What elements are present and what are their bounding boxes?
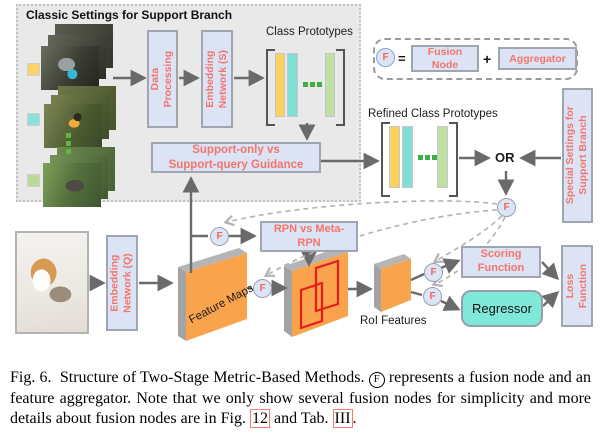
class-square-yellow bbox=[27, 63, 40, 76]
equals-sign: = bbox=[398, 51, 406, 66]
feature-maps-slab bbox=[178, 248, 247, 341]
ellipsis-dot bbox=[66, 141, 71, 146]
proposal-box-large bbox=[314, 259, 340, 313]
rpn-box: RPN vs Meta- RPN bbox=[260, 221, 358, 252]
aggregator-label: Aggregator bbox=[509, 52, 566, 65]
ellipsis-dot bbox=[317, 82, 322, 87]
fusion-node-rpn: F bbox=[210, 227, 229, 246]
ellipsis-dot bbox=[310, 82, 315, 87]
bird-photo-front bbox=[44, 104, 102, 148]
fusion-node-legend: F bbox=[376, 48, 395, 67]
support-images-cat bbox=[41, 24, 113, 90]
fusion-node-feature: F bbox=[253, 279, 272, 298]
aggregator-box: Aggregator bbox=[498, 47, 577, 70]
embedding-network-s-box: Embedding Network (S) bbox=[201, 30, 233, 128]
roi-slab bbox=[374, 254, 411, 312]
special-settings-label-line1: Special Settings for bbox=[564, 106, 577, 205]
guidance-label-line2: Support-query Guidance bbox=[168, 158, 304, 171]
or-label: OR bbox=[495, 150, 515, 165]
ellipsis-dot bbox=[66, 133, 71, 138]
fusion-letter: F bbox=[503, 202, 510, 213]
diagram-wires bbox=[89, 69, 561, 341]
guidance-box: Support-only vs Support-query Guidance bbox=[151, 142, 321, 173]
scoring-label-line2: Function bbox=[477, 262, 525, 274]
fusion-node-main: F bbox=[497, 198, 516, 217]
rpn-label-line2: RPN bbox=[297, 236, 321, 249]
prototype-bar-yellow bbox=[275, 53, 285, 117]
refined-prototypes-label: Refined Class Prototypes bbox=[368, 108, 498, 120]
circled-f-symbol: F bbox=[368, 372, 385, 388]
prototype-bar-teal bbox=[287, 53, 298, 117]
refined-bracket-left bbox=[381, 122, 390, 197]
fusion-dashed-links bbox=[223, 200, 506, 288]
refined-bar-teal bbox=[402, 126, 413, 188]
figure-caption: Fig. 6. Structure of Two-Stage Metric-Ba… bbox=[0, 368, 600, 430]
scoring-label-line1: Scoring bbox=[480, 248, 522, 261]
loss-label-line2: Function bbox=[577, 263, 590, 309]
caption-text: and Tab. bbox=[269, 410, 333, 428]
special-settings-box: Special Settings for Support Branch bbox=[562, 88, 593, 223]
embedding-q-label-line1: Embedding bbox=[108, 254, 121, 312]
support-images-bird bbox=[44, 86, 116, 148]
special-settings-label-line2: Support Branch bbox=[577, 115, 590, 196]
ellipsis-dot bbox=[418, 155, 423, 160]
fusion-node-box: Fusion Node bbox=[411, 45, 479, 72]
regressor-box: Regressor bbox=[461, 290, 543, 327]
embedding-q-label-line2: Network (Q) bbox=[122, 253, 135, 313]
loss-label-line1: Loss bbox=[563, 273, 576, 299]
data-processing-label-line2: Processing bbox=[162, 50, 175, 108]
query-image bbox=[15, 231, 89, 334]
data-processing-label-line1: Data bbox=[149, 67, 162, 91]
loss-function-box: Loss Function bbox=[561, 245, 593, 327]
regressor-label: Regressor bbox=[472, 301, 532, 316]
prototype-bracket-left bbox=[266, 49, 275, 126]
support-images-dog bbox=[43, 147, 115, 207]
dog-photo-front bbox=[43, 163, 101, 207]
embedding-network-q-box: Embedding Network (Q) bbox=[106, 235, 138, 331]
roi-features-label: RoI Features bbox=[360, 315, 427, 327]
fusion-node-regressor: F bbox=[423, 287, 442, 306]
fusion-letter: F bbox=[430, 267, 437, 278]
table-reference-link[interactable]: III bbox=[332, 409, 353, 429]
refined-bar-green bbox=[437, 126, 448, 188]
caption-text: . bbox=[352, 410, 357, 428]
rpn-label-line1: RPN vs Meta- bbox=[273, 222, 345, 235]
fusion-legend bbox=[373, 38, 578, 80]
fusion-node-label-line1: Fusion bbox=[427, 46, 463, 59]
prototype-bar-green bbox=[325, 53, 335, 117]
guidance-label-line1: Support-only vs bbox=[192, 144, 280, 157]
fusion-node-label-line2: Node bbox=[431, 58, 459, 71]
prototype-bracket-right bbox=[336, 49, 345, 126]
embedding-s-label-line1: Embedding bbox=[203, 50, 216, 108]
solid-arrows bbox=[89, 69, 561, 311]
refined-bar-yellow bbox=[389, 126, 400, 188]
fusion-letter: F bbox=[216, 231, 223, 242]
caption-text: Fig. 6. Structure of Two-Stage Metric-Ba… bbox=[10, 369, 369, 386]
ellipsis-dot bbox=[425, 155, 430, 160]
fusion-letter: F bbox=[429, 291, 436, 302]
fusion-node-scoring: F bbox=[424, 263, 443, 282]
fusion-letter: F bbox=[259, 283, 266, 294]
ellipsis-dot bbox=[432, 155, 437, 160]
scoring-function-box: Scoring Function bbox=[461, 246, 541, 278]
figure-reference-link[interactable]: 12 bbox=[249, 409, 270, 429]
cat-photo-front bbox=[41, 46, 99, 90]
ellipsis-dot bbox=[303, 82, 308, 87]
caption-text: represents a fusion node and an feature … bbox=[10, 369, 592, 428]
embedding-s-label-line2: Network (S) bbox=[217, 49, 229, 109]
class-prototypes-label: Class Prototypes bbox=[266, 26, 353, 38]
fusion-letter: F bbox=[382, 52, 389, 63]
classic-settings-title: Classic Settings for Support Branch bbox=[26, 8, 233, 22]
refined-bracket-right bbox=[449, 122, 458, 197]
plus-sign: + bbox=[483, 51, 492, 67]
ellipsis-dot bbox=[66, 149, 71, 154]
data-processing-box: Data Processing bbox=[147, 30, 178, 128]
class-square-green bbox=[27, 174, 40, 187]
class-square-teal bbox=[27, 113, 40, 126]
